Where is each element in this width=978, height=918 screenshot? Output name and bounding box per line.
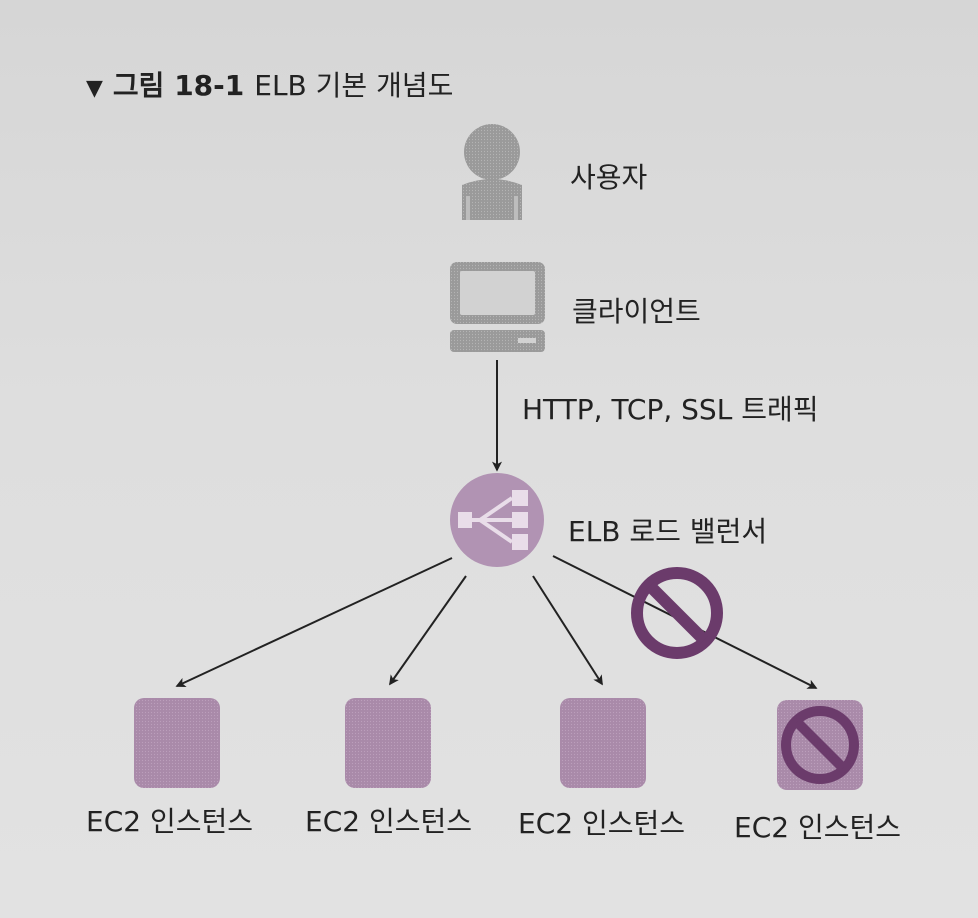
- caption-marker: ▼: [86, 76, 103, 101]
- route-arrow-1: [175, 557, 453, 688]
- ec2-instance-1: [134, 698, 220, 788]
- ec2-instance-4: [777, 700, 863, 790]
- instance-label-3: EC2 인스턴스: [518, 807, 685, 840]
- route-arrow-2: [389, 575, 467, 686]
- elb-label: ELB 로드 밸런서: [568, 515, 768, 548]
- client-label: 클라이언트: [572, 295, 701, 328]
- route-arrow-3: [532, 575, 603, 686]
- figure-title: ELB 기본 개념도: [254, 69, 454, 102]
- user-icon: [462, 124, 522, 220]
- traffic-label: HTTP, TCP, SSL 트래픽: [522, 393, 819, 426]
- instance-label-4: EC2 인스턴스: [734, 811, 901, 844]
- instance-label-1: EC2 인스턴스: [86, 805, 253, 838]
- ec2-instance-2: [345, 698, 431, 788]
- ec2-instance-3: [560, 698, 646, 788]
- figure-caption: ▼ 그림 18-1 ELB 기본 개념도: [86, 64, 453, 104]
- computer-icon: [450, 262, 545, 352]
- blocked-route-icon: [631, 567, 723, 659]
- instance-label-2: EC2 인스턴스: [305, 805, 472, 838]
- load-balancer-icon: [450, 473, 544, 567]
- figure-number: 그림 18-1: [112, 69, 245, 102]
- blocked-instance-icon: [781, 706, 859, 784]
- user-label: 사용자: [570, 161, 648, 194]
